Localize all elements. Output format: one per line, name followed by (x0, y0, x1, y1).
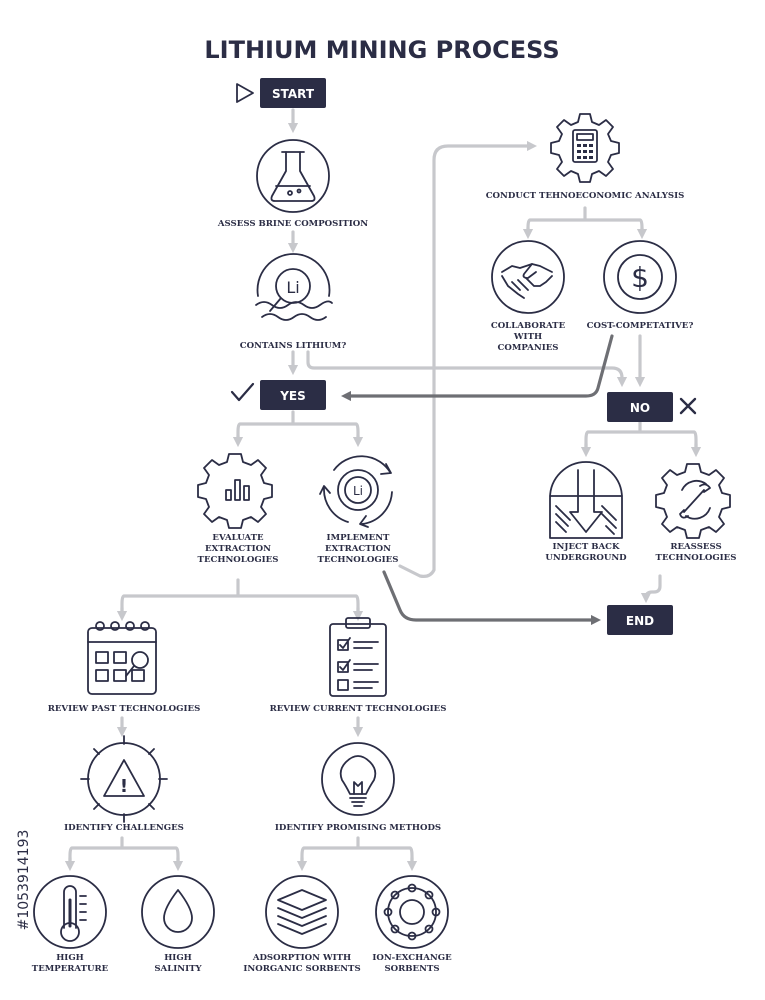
no-box (607, 392, 673, 422)
label-collaborate-2: WITH (513, 332, 542, 342)
no-label: NO (630, 401, 650, 415)
step-high-temperature: HIGH TEMPERATURE (32, 875, 109, 974)
flow-connectors-dark (340, 334, 614, 626)
step-identify-challenges: ! IDENTIFY CHALLENGES (64, 735, 184, 833)
inject-underground-icon (549, 461, 623, 539)
label-inject-1: INJECT BACK (553, 542, 620, 552)
label-inject-2: UNDERGROUND (545, 553, 627, 563)
label-high-temp-2: TEMPERATURE (32, 964, 109, 974)
exclaim-symbol: ! (120, 776, 128, 797)
calendar-search-icon (87, 621, 157, 695)
flow-connectors (64, 108, 702, 872)
warning-icon: ! (80, 735, 168, 823)
dollar-symbol: $ (631, 261, 649, 294)
yes-node: YES (230, 380, 326, 410)
lithium-symbol: Li (286, 278, 299, 297)
label-cost-competitive: COST-COMPETATIVE? (587, 321, 694, 331)
step-review-past: REVIEW PAST TECHNOLOGIES (48, 621, 201, 714)
layers-icon (265, 875, 339, 949)
water-drop-icon (141, 875, 215, 949)
step-assess-brine: ASSESS BRINE COMPOSITION (217, 139, 368, 229)
lithium-symbol-2: Li (353, 484, 363, 498)
step-evaluate: EVALUATE EXTRACTION TECHNOLOGIES (197, 453, 279, 565)
label-evaluate-1: EVALUATE (212, 533, 264, 543)
step-inject-back: INJECT BACK UNDERGROUND (545, 461, 627, 563)
label-implement-3: TECHNOLOGIES (318, 555, 399, 565)
step-contains-lithium: Li CONTAINS LITHIUM? (240, 253, 347, 351)
lightbulb-icon (321, 742, 395, 816)
wrench-gear-icon (655, 463, 731, 539)
end-node: END (607, 605, 673, 635)
start-label: START (272, 87, 315, 101)
step-adsorption: ADSORPTION WITH INORGANIC SORBENTS (243, 875, 361, 974)
thermometer-icon (33, 875, 107, 949)
step-identify-promising: IDENTIFY PROMISING METHODS (275, 742, 441, 833)
label-contains-lithium: CONTAINS LITHIUM? (240, 341, 347, 351)
label-high-sal-1: HIGH (164, 953, 192, 963)
end-label: END (626, 614, 654, 628)
ion-ring-icon (375, 875, 449, 949)
step-ion-exchange: ION-EXCHANGE SORBENTS (372, 875, 452, 974)
play-icon (236, 83, 254, 103)
handshake-icon (491, 240, 565, 314)
label-high-sal-2: SALINITY (154, 964, 202, 974)
check-icon (230, 382, 255, 402)
label-review-past: REVIEW PAST TECHNOLOGIES (48, 704, 201, 714)
step-cost-competitive: $ COST-COMPETATIVE? (587, 240, 694, 331)
yes-label: YES (279, 389, 306, 403)
label-evaluate-3: TECHNOLOGIES (198, 555, 279, 565)
dollar-icon: $ (603, 240, 677, 314)
cross-icon (679, 397, 697, 415)
step-review-current: REVIEW CURRENT TECHNOLOGIES (270, 617, 447, 714)
calculator-gear-icon (550, 113, 620, 183)
label-reassess-1: REASSESS (670, 542, 721, 552)
label-reassess-2: TECHNOLOGIES (656, 553, 737, 563)
stock-id-watermark: #1053914193 (16, 830, 32, 931)
label-ion-exchange-1: ION-EXCHANGE (372, 953, 452, 963)
label-ion-exchange-2: SORBENTS (384, 964, 439, 974)
start-box (260, 78, 326, 108)
label-adsorption-2: INORGANIC SORBENTS (243, 964, 360, 974)
label-identify-promising: IDENTIFY PROMISING METHODS (275, 823, 441, 833)
checklist-icon (329, 617, 387, 697)
label-identify-challenges: IDENTIFY CHALLENGES (64, 823, 184, 833)
label-conduct-analysis: CONDUCT TEHNOECONOMIC ANALYSIS (486, 191, 685, 201)
flask-icon (256, 139, 330, 213)
label-collaborate-1: COLLABORATE (491, 321, 566, 331)
label-high-temp-1: HIGH (56, 953, 84, 963)
step-collaborate: COLLABORATE WITH COMPANIES (491, 240, 566, 353)
diagram-title: LITHIUM MINING PROCESS (204, 36, 559, 64)
label-implement-1: IMPLEMENT (327, 533, 391, 543)
step-high-salinity: HIGH SALINITY (141, 875, 215, 974)
label-implement-2: EXTRACTION (325, 544, 391, 554)
step-reassess: REASSESS TECHNOLOGIES (655, 463, 737, 563)
label-collaborate-3: COMPANIES (498, 343, 559, 353)
label-review-current: REVIEW CURRENT TECHNOLOGIES (270, 704, 447, 714)
magnifier-lithium-icon: Li (255, 253, 333, 321)
chart-gear-icon (197, 453, 273, 529)
yes-box (260, 380, 326, 410)
start-node: START (236, 78, 326, 108)
step-implement: Li IMPLEMENT EXTRACTION TECHNOLOGIES (318, 455, 399, 565)
cycle-lithium-icon: Li (319, 455, 393, 528)
step-conduct-analysis: CONDUCT TEHNOECONOMIC ANALYSIS (486, 113, 685, 201)
label-assess-brine: ASSESS BRINE COMPOSITION (217, 219, 368, 229)
label-adsorption-1: ADSORPTION WITH (252, 953, 351, 963)
end-box (607, 605, 673, 635)
no-node: NO (607, 392, 697, 422)
label-evaluate-2: EXTRACTION (205, 544, 271, 554)
